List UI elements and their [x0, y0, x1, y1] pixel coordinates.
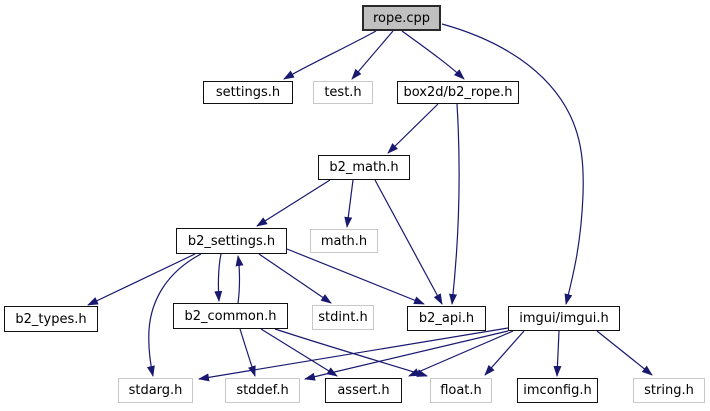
edge-imgui-imgui-h-to-assert-h [408, 330, 514, 377]
edge-rope-cpp-to-test-h [351, 30, 394, 80]
edge-imgui-imgui-h-to-string-h [596, 330, 653, 376]
node-rope-cpp: rope.cpp [362, 5, 441, 31]
node-imgui-imgui-h[interactable]: imgui/imgui.h [508, 306, 620, 331]
edge-b2-common-h-to-stddef-h [239, 328, 256, 377]
edge-imgui-imgui-h-to-float-h [484, 330, 525, 376]
edge-box2d-b2-rope-h-to-b2-math-h [387, 103, 439, 154]
edge-b2-settings-h-to-stdarg-h [146, 253, 202, 377]
edge-b2-settings-h-to-b2-types-h [87, 253, 196, 306]
node-test-h: test.h [313, 81, 373, 104]
node-math-h: math.h [310, 229, 378, 253]
node-stdint-h: stdint.h [312, 305, 374, 330]
edge-b2-settings-h-to-b2-api-h [286, 248, 425, 305]
edge-b2-common-h-to-float-h [274, 328, 428, 377]
node-b2-api-h[interactable]: b2_api.h [407, 306, 486, 331]
node-box2d-b2-rope-h[interactable]: box2d/b2_rope.h [397, 81, 519, 104]
edge-b2-math-h-to-math-h [344, 179, 354, 228]
node-settings-h[interactable]: settings.h [203, 81, 293, 104]
node-assert-h[interactable]: assert.h [325, 378, 402, 403]
edge-imgui-imgui-h-to-imconfig-h [553, 330, 562, 377]
node-string-h: string.h [633, 378, 705, 403]
edge-b2-common-h-to-b2-settings-h [235, 255, 244, 304]
node-b2-common-h[interactable]: b2_common.h [173, 303, 288, 329]
node-b2-types-h[interactable]: b2_types.h [4, 306, 98, 332]
node-stddef-h: stddef.h [225, 378, 300, 403]
node-b2-settings-h[interactable]: b2_settings.h [176, 228, 287, 254]
node-imconfig-h[interactable]: imconfig.h [517, 378, 598, 403]
edge-b2-math-h-to-b2-api-h [374, 179, 443, 305]
node-b2-math-h[interactable]: b2_math.h [318, 155, 410, 180]
edge-imgui-imgui-h-to-stddef-h [304, 330, 509, 381]
edge-rope-cpp-to-box2d-b2-rope-h [401, 30, 465, 80]
edge-imgui-imgui-h-to-stdarg-h [198, 327, 509, 382]
edge-box2d-b2-rope-h-to-b2-api-h [449, 103, 460, 305]
edge-b2-common-h-to-assert-h [260, 328, 338, 377]
node-stdarg-h: stdarg.h [118, 378, 193, 403]
edge-rope-cpp-to-imgui-imgui-h [441, 23, 584, 305]
edge-b2-math-h-to-b2-settings-h [256, 179, 331, 227]
edge-b2-settings-h-to-stdint-h [258, 253, 332, 304]
edge-b2-settings-h-to-b2-common-h [214, 253, 223, 302]
node-float-h: float.h [430, 378, 492, 403]
edge-rope-cpp-to-settings-h [283, 30, 377, 80]
